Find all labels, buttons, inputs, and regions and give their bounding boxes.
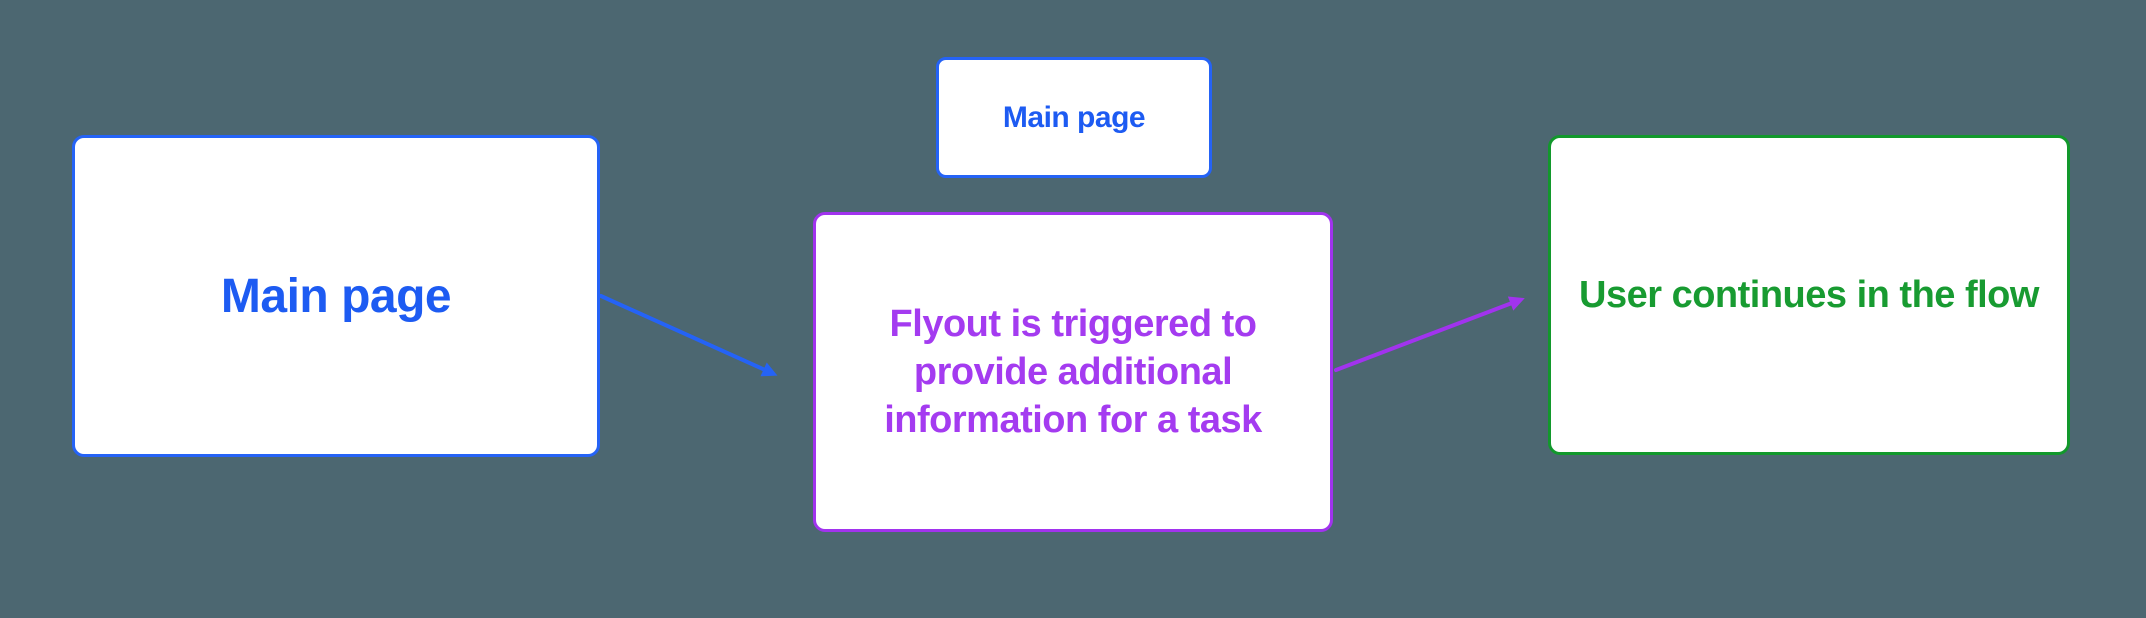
node-main-page: Main page — [72, 135, 600, 457]
node-main-page-small: Main page — [936, 57, 1212, 178]
node-user-continues: User continues in the flow — [1548, 135, 2070, 455]
node-flyout-label: Flyout is triggered to provide additiona… — [884, 303, 1262, 441]
arrow-main-to-flyout — [599, 294, 778, 377]
node-flyout: Flyout is triggered to provide additiona… — [813, 212, 1333, 532]
node-main-page-label: Main page — [220, 269, 452, 323]
arrow-flyout-to-continue — [1334, 296, 1525, 372]
node-user-continues-label: User continues in the flow — [1579, 273, 2039, 316]
node-main-page-small-label: Main page — [1002, 100, 1146, 134]
